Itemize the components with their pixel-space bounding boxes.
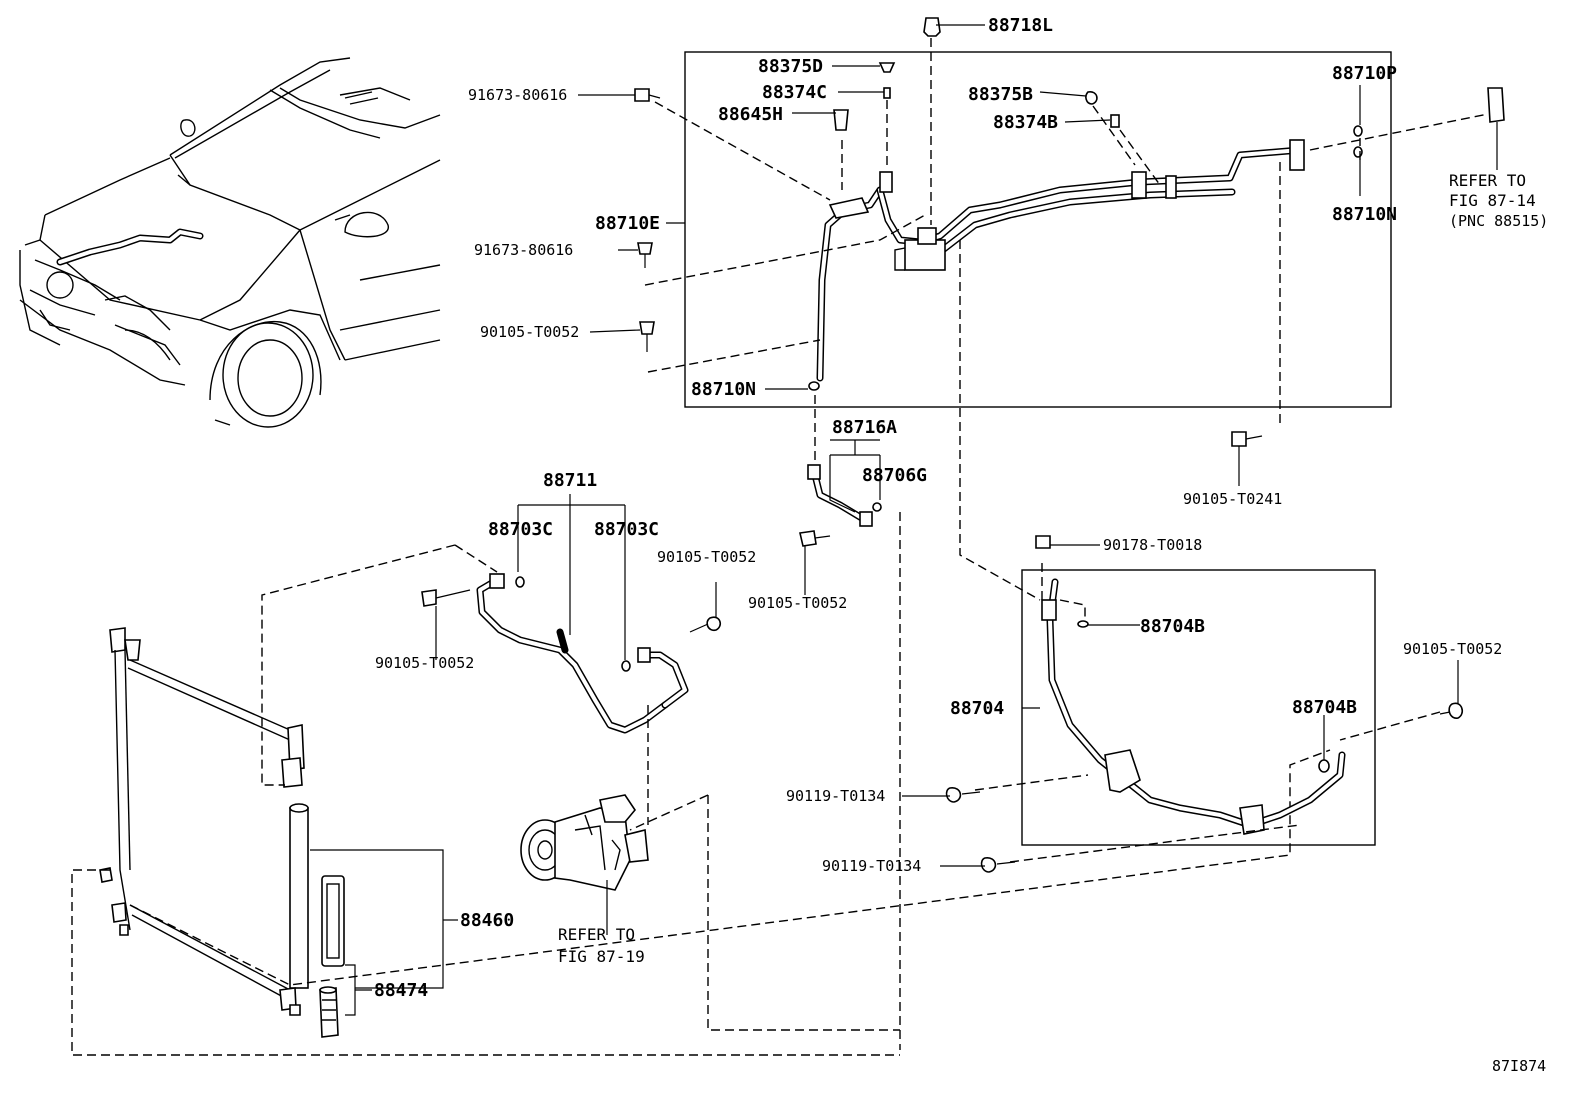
bolt-90105-b	[421, 589, 471, 607]
note-fig-87-14: FIG 87-14	[1449, 191, 1536, 210]
suction-pipe-assembly	[816, 139, 1305, 382]
label-88710E: 88710E	[595, 213, 660, 234]
bolt-91673-b	[637, 242, 653, 268]
suction-hose-88704	[974, 560, 1441, 863]
label-88716A: 88716A	[832, 417, 897, 438]
label-90119-T0134-b: 90119-T0134	[822, 857, 921, 875]
label-88704: 88704	[950, 698, 1004, 719]
label-90178-T0018: 90178-T0018	[1103, 536, 1202, 554]
label-88710N-right: 88710N	[1332, 204, 1397, 225]
bolt-90105-e	[1439, 702, 1464, 719]
label-88374B: 88374B	[993, 112, 1058, 133]
connector-refer-87-14	[1487, 87, 1505, 123]
label-90105-T0052-e: 90105-T0052	[1403, 640, 1502, 658]
part-labels: 88718L 88375D 88374C 88645H 88375B 88374…	[374, 15, 1548, 1075]
label-88704B-a: 88704B	[1140, 616, 1205, 637]
label-90105-T0052-b: 90105-T0052	[657, 548, 756, 566]
oring-88710N-r	[1353, 146, 1363, 158]
label-90105-T0241: 90105-T0241	[1183, 490, 1282, 508]
note-pnc-88515: (PNC 88515)	[1449, 212, 1548, 230]
label-88710P: 88710P	[1332, 63, 1397, 84]
label-90105-T0052-a: 90105-T0052	[480, 323, 579, 341]
note-refer-to-right: REFER TO	[1449, 171, 1526, 190]
upper-assembly-frame	[684, 51, 1392, 408]
bolt-90105-T0241	[1231, 431, 1263, 447]
label-88460: 88460	[460, 910, 514, 931]
vehicle-illustration	[19, 57, 441, 428]
label-88703C-b: 88703C	[594, 519, 659, 540]
discharge-hose-88716A	[807, 395, 901, 1050]
bolt-90105-mid	[799, 530, 831, 547]
bolt-90105-c	[689, 616, 722, 633]
label-88706G: 88706G	[862, 465, 927, 486]
condenser-88460	[99, 627, 345, 1038]
label-88704B-b: 88704B	[1292, 697, 1357, 718]
oring-88710P	[1353, 125, 1363, 137]
compressor	[520, 794, 649, 935]
oring-88710N-l	[808, 381, 820, 391]
label-88711: 88711	[543, 470, 597, 491]
figure-id: 87I874	[1492, 1057, 1546, 1075]
bolt-90119-a	[945, 787, 981, 803]
bolt-91673-a	[634, 88, 661, 102]
label-88375D: 88375D	[758, 56, 823, 77]
note-fig-87-19: FIG 87-19	[558, 947, 645, 966]
connector-88718L	[923, 17, 941, 37]
cap-88375D	[878, 62, 896, 73]
label-88645H: 88645H	[718, 104, 783, 125]
fittings	[634, 17, 1505, 391]
nut-90178	[1035, 535, 1051, 549]
label-88374C: 88374C	[762, 82, 827, 103]
label-90105-T0052-c: 90105-T0052	[748, 594, 847, 612]
label-90119-T0134-a: 90119-T0134	[786, 787, 885, 805]
label-88375B: 88375B	[968, 84, 1033, 105]
label-88718L: 88718L	[988, 15, 1053, 36]
cap-88375B	[1085, 91, 1098, 105]
label-88710N-left: 88710N	[691, 379, 756, 400]
switch-88645H	[833, 109, 849, 131]
label-88474: 88474	[374, 980, 428, 1001]
label-91673-80616-b: 91673-80616	[474, 241, 573, 259]
label-91673-80616-a: 91673-80616	[468, 86, 567, 104]
label-90105-T0052-d: 90105-T0052	[375, 654, 474, 672]
label-88703C-a: 88703C	[488, 519, 553, 540]
core-88374B	[1110, 114, 1120, 128]
bolt-90119-b	[980, 857, 1016, 873]
note-refer-to-compressor: REFER TO	[558, 925, 635, 944]
bolt-90105-a	[639, 321, 655, 352]
core-88374C	[883, 87, 891, 99]
pipe-88711	[476, 573, 689, 734]
